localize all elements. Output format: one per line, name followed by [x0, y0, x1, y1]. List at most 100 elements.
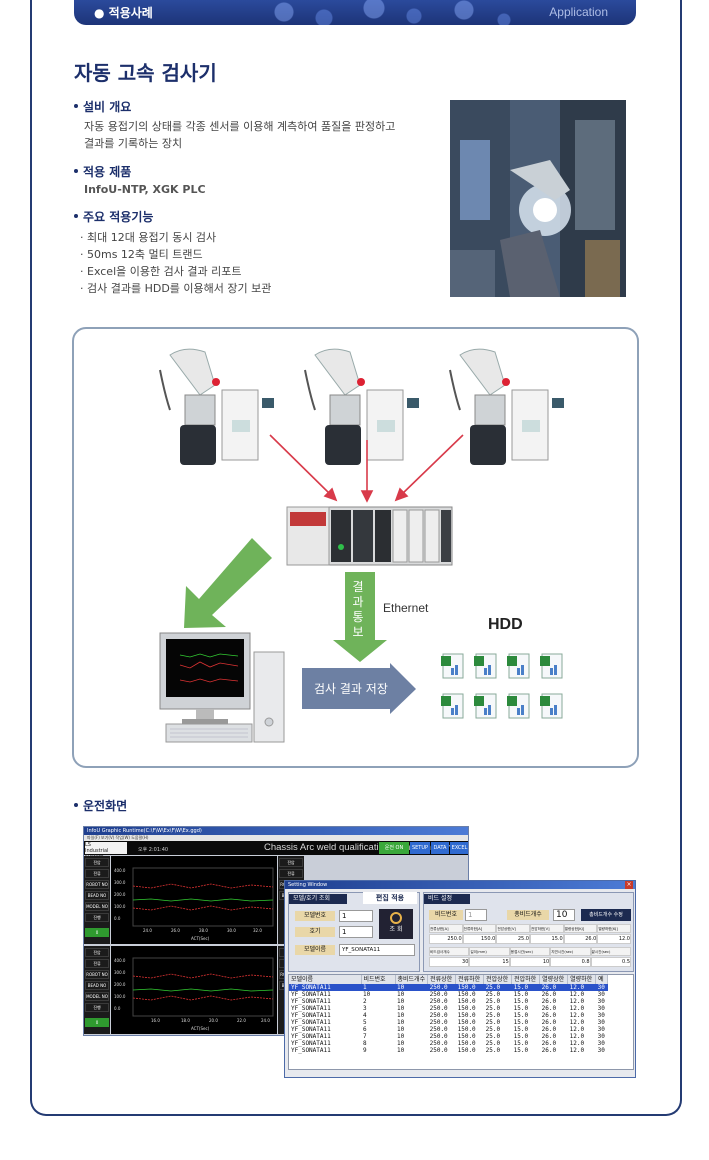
table-cell: 3 [363, 1005, 367, 1012]
table-cell: 30 [597, 998, 605, 1005]
table-cell: 25.0 [485, 1005, 501, 1012]
hdd-label: HDD [488, 616, 523, 633]
table-cell: 25.0 [485, 1012, 501, 1019]
svg-text:300.0: 300.0 [114, 880, 126, 885]
svg-text:22.0: 22.0 [237, 1018, 246, 1023]
table-cell: 12.0 [569, 1026, 585, 1033]
table-cell: YF_SONATA11 [291, 1026, 331, 1033]
table-cell: 10 [363, 991, 371, 998]
svg-text:24.0: 24.0 [143, 928, 152, 933]
table-cell: 25.0 [483, 984, 512, 991]
table-header-cell[interactable]: 전류상한 [427, 975, 457, 984]
clock-text: 오후 2:01:40 [138, 847, 169, 853]
svg-text:20.0: 20.0 [209, 1018, 218, 1023]
table-cell: 10 [397, 1005, 405, 1012]
table-cell: 25.0 [485, 1019, 501, 1026]
bead-no-field[interactable]: 1 [465, 909, 487, 921]
table-cell: 26.0 [541, 1047, 557, 1054]
run-on-button[interactable]: 운전 ON [379, 842, 409, 854]
table-cell: YF_SONATA11 [291, 998, 331, 1005]
table-cell: 25.0 [485, 1026, 501, 1033]
table-cell: 9 [363, 1047, 367, 1054]
table-cell: YF_SONATA11 [291, 1033, 331, 1040]
table-cell: YF_SONATA11 [291, 991, 331, 998]
table-header-cell[interactable]: 열량상한 [539, 975, 569, 984]
model-name-field[interactable]: YF_SONATA11 [339, 944, 415, 956]
search-button[interactable]: 조 회 [379, 909, 413, 939]
table-cell: 250.0 [429, 998, 448, 1005]
table-cell: 10 [397, 1026, 405, 1033]
table-cell: 150.0 [457, 1026, 476, 1033]
edit-apply-button[interactable]: 편집 적용 [363, 892, 417, 904]
table-cell: 30 [597, 1026, 605, 1033]
svg-text:200.0: 200.0 [114, 982, 126, 987]
unit-label: 호기 [295, 927, 335, 937]
svg-text:100.0: 100.0 [114, 994, 126, 999]
table-header-cell[interactable]: 전류하한 [455, 975, 485, 984]
welding-robot-icon [449, 348, 564, 465]
table-cell: 250.0 [429, 991, 448, 998]
window-titlebar: InfoU Graphic Runtime(C:\F\W\Ex\F\W\Ex.g… [84, 827, 468, 835]
ethernet-label: Ethernet [383, 601, 429, 615]
page-title: 자동 고속 검사기 [74, 61, 217, 85]
table-header-cell[interactable]: 전압하한 [511, 975, 541, 984]
table-cell: 8 [363, 1040, 367, 1047]
table-header-cell[interactable]: 비드번호 [361, 975, 396, 984]
excel-button[interactable]: EXCEL [450, 842, 468, 854]
bead-total-field[interactable]: 10 [553, 909, 575, 921]
table-cell: 26.0 [541, 1019, 557, 1026]
function-item: · 50ms 12축 멀티 트랜드 [80, 248, 203, 261]
menu-bar[interactable]: 파일(F) 보기(V) 작업(W) 도움말(H) [84, 835, 468, 841]
svg-text:26.0: 26.0 [171, 928, 180, 933]
table-cell: 25.0 [485, 991, 501, 998]
bead-params-grid-2: 비드검사개수 길이(mm) 용접시간(sec) 지연시간(sec) 끝시간(se… [429, 947, 631, 967]
table-header-cell[interactable]: 예 [595, 975, 609, 984]
svg-text:0.0: 0.0 [114, 916, 121, 921]
svg-text:ACT(Sec): ACT(Sec) [191, 936, 210, 941]
data-arrows [269, 434, 464, 503]
table-header-cell[interactable]: 모델이름 [289, 975, 362, 984]
table-cell: 250.0 [429, 1047, 448, 1054]
setting-window: Setting Window × 모델/호기 조회 편집 적용 모델번호 1 호… [284, 880, 636, 1078]
table-header-cell[interactable]: 열량하한 [567, 975, 597, 984]
table-header-cell[interactable]: 총비드개수 [395, 975, 429, 984]
section-label: ● 적용사례 [94, 6, 153, 20]
table-cell: 12.0 [569, 1005, 585, 1012]
table-cell: 12.0 [569, 1047, 585, 1054]
svg-text:16.0: 16.0 [151, 1018, 160, 1023]
unit-field[interactable]: 1 [339, 926, 373, 938]
table-cell: 26.0 [541, 1005, 557, 1012]
table-cell: 15.0 [513, 1026, 529, 1033]
table-cell: 150.0 [457, 1019, 476, 1026]
table-cell: 5 [363, 1019, 367, 1026]
close-icon[interactable]: × [625, 881, 633, 889]
bead-total-edit-button[interactable]: 총비드개수 수정 [581, 909, 631, 921]
table-cell: 30 [597, 1033, 605, 1040]
data-button[interactable]: DATA [431, 842, 449, 854]
table-cell: 10 [397, 991, 405, 998]
table-cell: 250.0 [429, 1033, 448, 1040]
table-cell: 15.0 [513, 998, 529, 1005]
welding-robot-icon [304, 348, 419, 465]
table-cell: 26.0 [541, 1040, 557, 1047]
function-item: · 검사 결과를 HDD를 이용해서 장기 보관 [80, 282, 272, 295]
bead-total-label: 총비드개수 [507, 910, 549, 920]
setup-button[interactable]: SETUP [410, 842, 430, 854]
table-header-cell[interactable]: 전압상한 [483, 975, 513, 984]
table-cell: 10 [397, 1033, 405, 1040]
model-no-field[interactable]: 1 [339, 910, 373, 922]
table-cell: 250.0 [427, 984, 456, 991]
